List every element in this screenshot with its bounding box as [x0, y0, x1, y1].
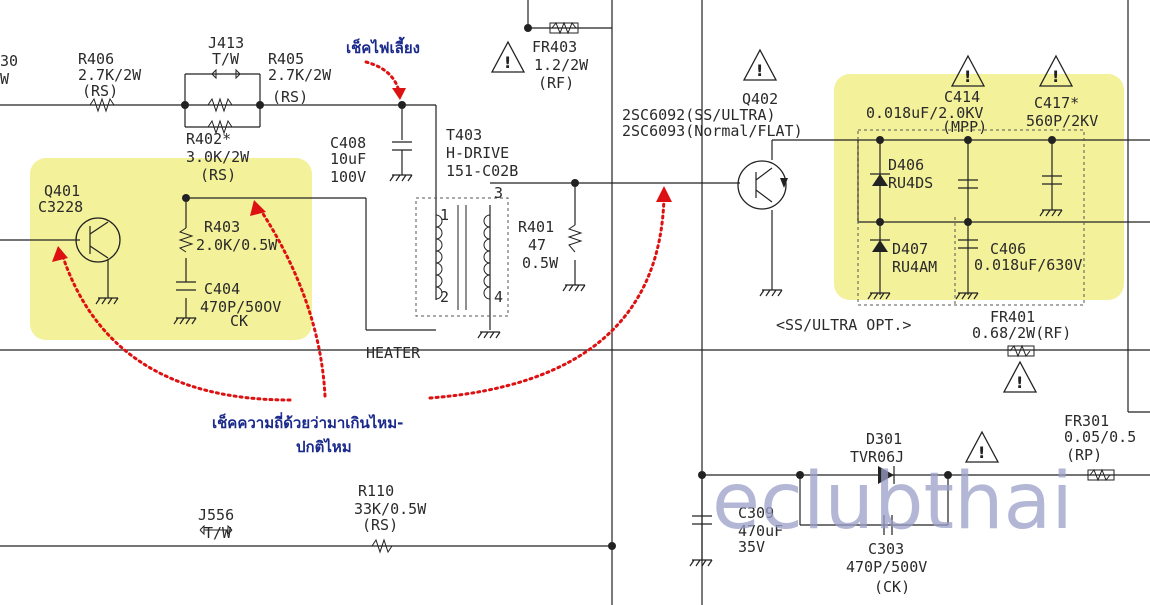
r406-name: R406: [78, 50, 114, 68]
fr403-value: 1.2/2W: [534, 56, 589, 74]
ultra-opt-label: <SS/ULTRA OPT.>: [776, 316, 911, 334]
q402-part-b: 2SC6093(Normal/FLAT): [622, 122, 803, 140]
c309-voltage: 35V: [738, 538, 765, 556]
r401-value: 47: [528, 236, 546, 254]
d407-part: RU4AM: [892, 258, 937, 276]
jumpers: [199, 68, 241, 536]
c303-type: (CK): [874, 578, 910, 596]
r405-value: 2.7K/2W: [268, 66, 332, 84]
j413-type: T/W: [212, 50, 240, 68]
r406-type: (RS): [82, 82, 118, 100]
r401-power: 0.5W: [522, 254, 559, 272]
svg-text:!: !: [504, 53, 511, 72]
r110-type: (RS): [362, 516, 398, 534]
capacitors: [176, 141, 1062, 535]
r406-value: 2.7K/2W: [78, 66, 142, 84]
t403-name: T403: [446, 126, 482, 144]
t403-type: H-DRIVE: [446, 144, 509, 162]
highlight-q401-region: [30, 158, 312, 340]
c404-value: 470P/50OV: [200, 298, 281, 316]
q401-name: Q401: [44, 182, 80, 200]
c309-name: C309: [738, 504, 774, 522]
svg-text:!: !: [756, 61, 763, 80]
resistors: [89, 21, 1115, 554]
t403-pin-3: 3: [494, 184, 503, 202]
svg-text:!: !: [978, 443, 985, 462]
r402-value: 3.0K/2W: [186, 148, 250, 166]
transistor-q402: [737, 160, 788, 210]
fr403-name: FR403: [532, 38, 577, 56]
annotation-arrows: [60, 60, 666, 402]
d406-part: RU4DS: [888, 174, 933, 192]
svg-text:!: !: [1052, 67, 1059, 86]
q402-name: Q402: [742, 90, 778, 108]
fr403-type: (RF): [538, 74, 574, 92]
c406-name: C406: [990, 240, 1026, 258]
r110-name: R110: [358, 482, 394, 500]
fr401-name: FR401: [990, 308, 1035, 326]
c414-name: C414: [944, 88, 980, 106]
c408-name: C408: [330, 134, 366, 152]
r403-name: R403: [204, 218, 240, 236]
j556-type: T/W: [204, 524, 232, 542]
c408-voltage: 100V: [330, 168, 366, 186]
r401-name: R401: [518, 218, 554, 236]
c309-value: 470uF: [738, 522, 783, 540]
fr401-value: 0.68/2W(RF): [972, 324, 1071, 342]
fr301-value: 0.05/0.5: [1064, 428, 1136, 446]
c414-value: 0.018uF/2.0KV: [866, 104, 983, 122]
edge-label-30: 30: [0, 52, 18, 70]
fr301-name: FR301: [1064, 412, 1109, 430]
t403-part: 151-C02B: [446, 162, 518, 180]
watermark-text: eclubthai: [712, 457, 1073, 547]
annotation-heater-check: เช็คไฟเลี้ยง: [346, 36, 420, 57]
r402-name: R402*: [186, 130, 231, 148]
q401-part: C3228: [38, 198, 83, 216]
svg-text:!: !: [1016, 373, 1023, 392]
j556-name: J556: [198, 506, 234, 524]
diodes: [870, 173, 895, 484]
r403-value: 2.0K/0.5W: [196, 236, 278, 254]
c417-name: C417*: [1034, 94, 1079, 112]
t403-pin-4: 4: [494, 288, 503, 306]
t403-pin-2: 2: [440, 288, 449, 306]
ultra-opt-box: [857, 129, 1085, 306]
junction-dots: [181, 24, 1056, 550]
r110-value: 33K/0.5W: [354, 500, 427, 518]
ground-symbols: [95, 174, 1063, 567]
j413-name: J413: [208, 34, 244, 52]
annotation-freq-check-line1: เช็คความถี่ด้วยว่ามาเกินไหม-: [212, 412, 403, 432]
transistor-q401: [75, 217, 121, 263]
fr301-type: (RP): [1066, 446, 1102, 464]
t403-pin-1: 1: [440, 206, 449, 224]
r405-name: R405: [268, 50, 304, 68]
annotation-arrowheads: [52, 88, 672, 262]
c303-value: 470P/500V: [846, 558, 927, 576]
c404-type: CK: [230, 312, 248, 330]
d407-name: D407: [892, 240, 928, 258]
d301-name: D301: [866, 430, 902, 448]
c414-type: (MPP): [942, 118, 987, 136]
c408-value: 10uF: [330, 150, 366, 168]
d406-name: D406: [888, 156, 924, 174]
annotation-freq-check-line2: ปกติไหม: [296, 437, 352, 456]
heater-label: HEATER: [366, 344, 421, 362]
r402-type: (RS): [200, 166, 236, 184]
component-labels: 30 W R406 2.7K/2W (RS) J413 T/W R405 2.7…: [0, 34, 1136, 596]
warning-icons: ! ! ! ! ! !: [490, 40, 1074, 463]
c406-value: 0.018uF/630V: [974, 256, 1082, 274]
q402-part-a: 2SC6092(SS/ULTRA): [622, 106, 776, 124]
c303-name: C303: [868, 540, 904, 558]
r405-type: (RS): [272, 88, 308, 106]
c404-name: C404: [204, 280, 240, 298]
edge-label-w: W: [0, 70, 10, 88]
transformer-t403: [435, 205, 491, 310]
svg-text:!: !: [964, 67, 971, 86]
d301-part: TVR06J: [850, 448, 904, 466]
c417-value: 560P/2KV: [1026, 112, 1098, 130]
